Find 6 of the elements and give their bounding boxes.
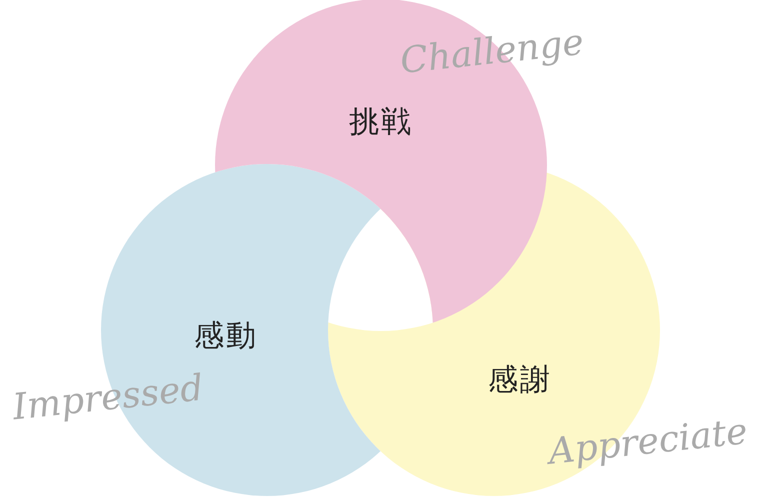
- script-caption: Impressed: [10, 368, 206, 428]
- circle-label: 感動: [194, 318, 258, 356]
- script-caption: Appreciate: [546, 411, 750, 473]
- circle-label: 挑戦: [349, 104, 413, 142]
- script-caption: Challenge: [398, 22, 586, 82]
- circle-label: 感謝: [488, 362, 552, 400]
